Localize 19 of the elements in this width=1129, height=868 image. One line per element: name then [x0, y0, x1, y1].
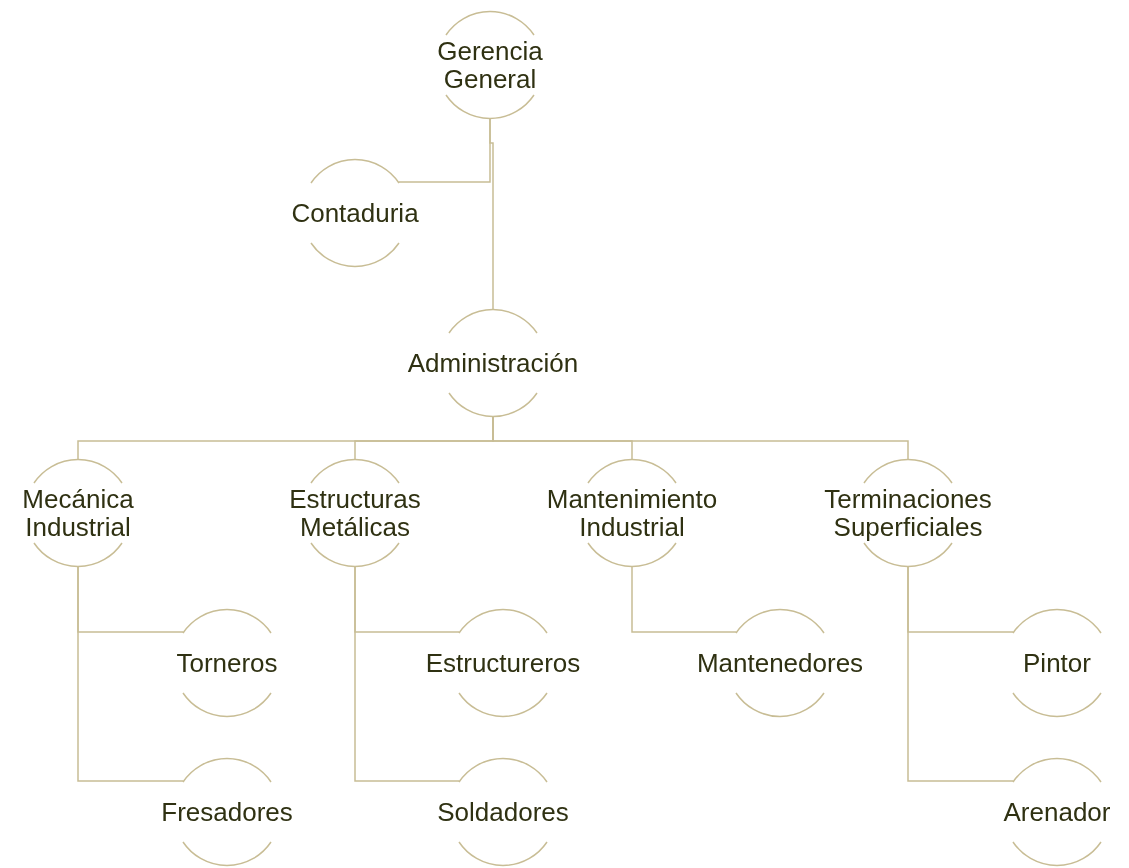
unit-name: Mecánica Industrial	[21, 485, 135, 541]
unit-name: Arenador	[1003, 798, 1111, 826]
connector-line	[77, 565, 184, 782]
unit-name: Soldadores	[437, 798, 569, 826]
unit-name: Gerencia General	[436, 37, 544, 93]
unit-name: Fresadores	[161, 798, 293, 826]
connector-line	[907, 565, 1014, 782]
unit-name: Mantenimiento Industrial	[545, 485, 719, 541]
unit-name: Torneros	[176, 649, 278, 677]
connector-line	[489, 117, 494, 311]
unit-name: Mantenedores	[696, 649, 864, 677]
unit-name: Contaduria	[291, 199, 419, 227]
unit-name: Estructureros	[425, 649, 581, 677]
unit-name: Pintor	[1023, 649, 1091, 677]
unit-name: Estructuras Metálicas	[288, 485, 422, 541]
connector-line	[354, 565, 460, 782]
unit-name: Administración	[407, 349, 579, 377]
unit-name: Terminaciones Superficiales	[823, 485, 993, 541]
connector-line	[631, 565, 737, 633]
